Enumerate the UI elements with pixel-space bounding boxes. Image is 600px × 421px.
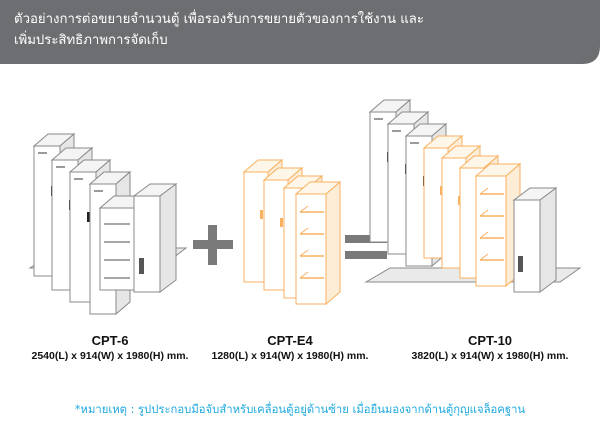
product-name: CPT-6 xyxy=(91,333,129,348)
cpt-e4-cabinet xyxy=(243,159,341,305)
footnote: *หมายเหตุ : รูปประกอบมือจับสำหรับเคลื่อน… xyxy=(74,403,526,416)
banner-text: ตัวอย่างการต่อขยายจำนวนตู้ เพื่อรองรับกา… xyxy=(14,9,424,51)
equals-icon xyxy=(345,235,387,259)
plus-icon xyxy=(193,225,233,265)
cpt-6-cabinet xyxy=(28,133,188,315)
banner-line-2: เพิ่มประสิทธิภาพการจัดเก็บ xyxy=(14,33,168,48)
header-banner: ตัวอย่างการต่อขยายจำนวนตู้ เพื่อรองรับกา… xyxy=(0,0,600,64)
product-cpt-6: CPT-6 2540(L) x 914(W) x 1980(H) mm. xyxy=(20,333,200,362)
product-name: CPT-E4 xyxy=(267,333,313,348)
product-spec: 2540(L) x 914(W) x 1980(H) mm. xyxy=(31,350,189,362)
banner-line-1: ตัวอย่างการต่อขยายจำนวนตู้ เพื่อรองรับกา… xyxy=(14,12,424,27)
product-spec: 1280(L) x 914(W) x 1980(H) mm. xyxy=(211,350,369,362)
product-name: CPT-10 xyxy=(467,333,513,348)
banner-shape xyxy=(0,0,600,64)
product-spec: 3820(L) x 914(W) x 1980(H) mm. xyxy=(411,350,569,362)
product-cpt-10: CPT-10 3820(L) x 914(W) x 1980(H) mm. xyxy=(390,333,590,362)
cpt-10-cabinet xyxy=(364,99,582,293)
product-cpt-e4: CPT-E4 1280(L) x 914(W) x 1980(H) mm. xyxy=(200,333,380,362)
